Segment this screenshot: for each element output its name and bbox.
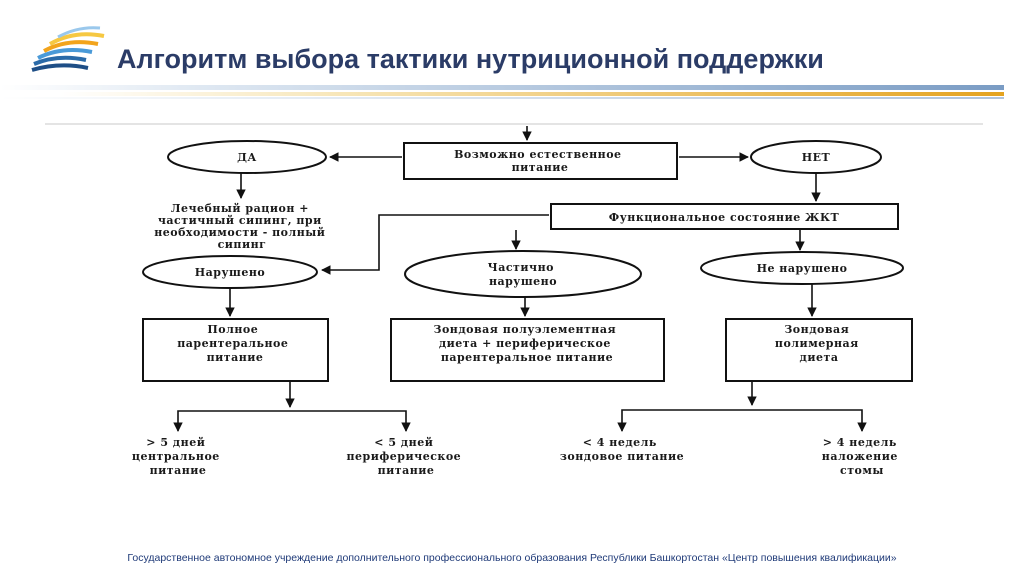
full-parenteral-box: [142, 318, 329, 382]
over-4-weeks-label: > 4 недель наложение стомы: [822, 436, 902, 477]
split-left: [177, 410, 407, 429]
footer-organization: Государственное автономное учреждение до…: [127, 552, 897, 564]
slide-title: Алгоритм выбора тактики нутриционной под…: [117, 44, 824, 74]
tube-polymeric-box: [725, 318, 913, 382]
start-box: [403, 142, 678, 180]
no-label: НЕТ: [802, 151, 831, 164]
header-divider: [0, 85, 1004, 99]
arrow-to-impaired: [321, 214, 549, 275]
split-right: [621, 409, 863, 429]
tube-semi-elemental-label: Зондовая полуэлементная диета + перифери…: [434, 323, 621, 364]
start-label: Возможно естественное питание: [454, 148, 626, 174]
under-4-weeks-label: < 4 недель зондовое питание: [560, 436, 684, 463]
impaired-label: Нарушено: [195, 266, 265, 279]
gi-function-label: Функциональное состояние ЖКТ: [609, 211, 840, 224]
yes-result-text: Лечебный рацион + частичный сипинг, при …: [154, 202, 330, 251]
not-impaired-ellipse: [700, 251, 904, 285]
not-impaired-label: Не нарушено: [757, 262, 848, 275]
partially-impaired-label: Частично нарушено: [488, 261, 559, 288]
book-logo-icon: [31, 26, 105, 72]
full-parenteral-label: Полное парентеральное питание: [177, 323, 293, 364]
partially-impaired-ellipse: [404, 250, 642, 298]
tube-semi-elemental-box: [390, 318, 665, 382]
under-5-days-label: < 5 дней периферическое питание: [346, 436, 465, 477]
tube-polymeric-label: Зондовая полимерная диета: [775, 323, 863, 364]
yes-label: ДА: [237, 151, 257, 164]
gi-function-box: [550, 203, 899, 230]
yes-ellipse: [167, 140, 327, 174]
over-5-days-label: > 5 дней центральное питание: [132, 436, 224, 477]
